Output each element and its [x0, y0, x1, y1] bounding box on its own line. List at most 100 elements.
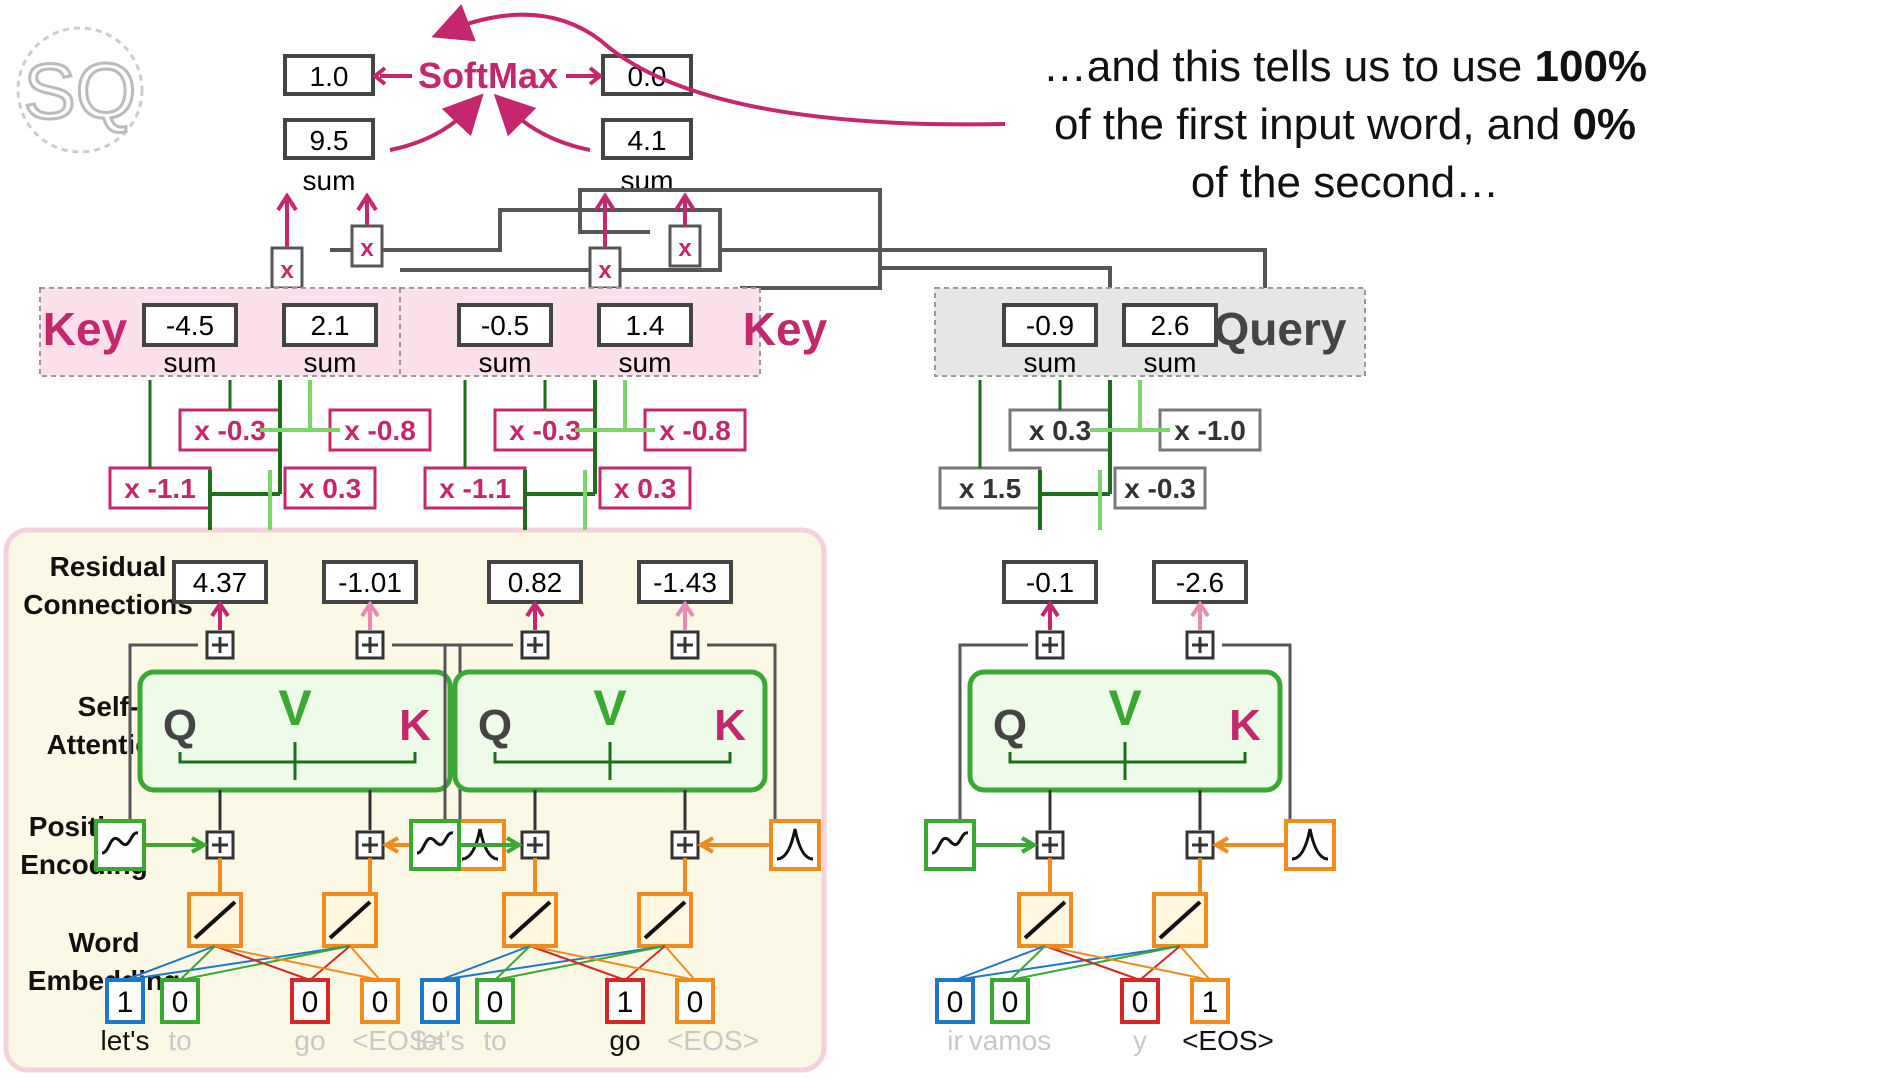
key2-weight-d: x 0.3	[614, 473, 676, 504]
key1-onehot-1: 0	[172, 986, 189, 1019]
key1-weight-d: x 0.3	[299, 473, 361, 504]
key2-cosine-icon	[769, 819, 821, 871]
key2-onehot-1: 0	[487, 986, 504, 1019]
key2-weight-d-box	[598, 466, 692, 510]
key2-residual-1: 0.82	[508, 567, 563, 598]
self-attention-label-1: Self-	[78, 691, 139, 722]
query-weight-d-box	[1113, 466, 1207, 510]
key1-weight-a: x -0.3	[194, 415, 266, 446]
key1-value-2-box	[282, 303, 378, 347]
query-onehot-2-box	[1120, 978, 1160, 1024]
key2-value-2-box	[597, 303, 693, 347]
query-token-1: vamos	[969, 1025, 1051, 1056]
query-sum-1: sum	[1024, 347, 1077, 378]
key1-sum-1: sum	[164, 347, 217, 378]
key2-sum-2: sum	[619, 347, 672, 378]
query-label: Query	[1214, 303, 1347, 355]
key2-weight-c-box	[423, 466, 527, 510]
query-onehot-1: 0	[1002, 986, 1019, 1019]
key1-value-1: -4.5	[166, 310, 214, 341]
query-weight-b: x -1.0	[1174, 415, 1246, 446]
key1-onehot-2: 0	[302, 986, 319, 1019]
key2-sine-icon	[409, 819, 461, 871]
key2-onehot-3-box	[675, 978, 715, 1024]
key1-onehot-0-box	[105, 978, 145, 1024]
key1-onehot-3-box	[360, 978, 400, 1024]
embedding-label-1: Word	[68, 927, 139, 958]
caption-line-2: of the first input word, and 0%	[1053, 100, 1637, 149]
caption: …and this tells us to use 100% of the fi…	[985, 38, 1705, 212]
query-residual-2-box	[1152, 560, 1248, 604]
softmax-block: 1.0 0.0 SoftMax 9.5 4.1 sum sum	[283, 4, 1006, 196]
key2-sum-1: sum	[479, 347, 532, 378]
query-value-1: -0.9	[1026, 310, 1074, 341]
key2-token-2: go	[609, 1025, 640, 1056]
caption-line-1: …and this tells us to use 100%	[1042, 42, 1648, 91]
key2-onehot-2: 1	[617, 986, 634, 1019]
key1-token-1: to	[168, 1025, 191, 1056]
key2-onehot-0-box	[420, 978, 460, 1024]
key2-token-1: to	[483, 1025, 506, 1056]
query-onehot-1-box	[990, 978, 1030, 1024]
key2-weight-b: x -0.8	[659, 415, 731, 446]
query-residual-plus-2	[1185, 630, 1215, 660]
query-attn-k: K	[1229, 701, 1261, 750]
key2-weight-c: x -1.1	[439, 473, 511, 504]
sum-label-left: sum	[303, 165, 356, 196]
caption-line-3: of the second…	[1190, 158, 1500, 207]
key1-value-2: 2.1	[311, 310, 350, 341]
key1-token-2: go	[294, 1025, 325, 1056]
key1-residual-1: 4.37	[193, 567, 248, 598]
query-sum-2: sum	[1144, 347, 1197, 378]
key2-residual-2: -1.43	[653, 567, 717, 598]
key1-onehot-1-box	[160, 978, 200, 1024]
query-weight-b-box	[1158, 408, 1262, 452]
key2-attn-v: V	[593, 680, 627, 736]
residual-label-2: Connections	[23, 589, 193, 620]
query-sine-icon	[924, 819, 976, 871]
mult-c: x	[598, 257, 612, 284]
key2-onehot-2-box	[605, 978, 645, 1024]
query-token-0: ir	[947, 1025, 963, 1056]
key2-residual-1-box	[487, 560, 583, 604]
key2-value-1-box	[457, 303, 553, 347]
key1-onehot-0: 1	[117, 986, 134, 1019]
key2-onehot-0: 0	[432, 986, 449, 1019]
key2-onehot-3: 0	[687, 986, 704, 1019]
key1-residual-2: -1.01	[338, 567, 402, 598]
key1-attn-k: K	[399, 701, 431, 750]
key1-token-0: let's	[101, 1025, 150, 1056]
mult-d: x	[678, 235, 692, 262]
query-weight-c: x 1.5	[959, 473, 1021, 504]
query-weight-c-box	[938, 466, 1042, 510]
key2-token-3: <EOS>	[667, 1025, 759, 1056]
key1-residual-1-box	[172, 560, 268, 604]
query-token-2: y	[1133, 1025, 1147, 1056]
embedding-label-2: Embedding	[28, 965, 180, 996]
mult-b: x	[360, 235, 374, 262]
sq-logo: SQ	[16, 26, 144, 154]
key1-weight-c: x -1.1	[124, 473, 196, 504]
query-residual-1: -0.1	[1026, 567, 1074, 598]
query-residual-2: -2.6	[1176, 567, 1224, 598]
key2-value-1: -0.5	[481, 310, 529, 341]
key1-attn-v: V	[278, 680, 312, 736]
query-onehot-3-box	[1190, 978, 1230, 1024]
key2-onehot-1-box	[475, 978, 515, 1024]
key1-onehot-3: 0	[372, 986, 389, 1019]
softmax-out-left: 1.0	[310, 61, 349, 92]
key2-attn-k: K	[714, 701, 746, 750]
key1-weight-d-box	[283, 466, 377, 510]
query-cosine-icon	[1284, 819, 1336, 871]
mult-a: x	[280, 257, 294, 284]
query-attn-v: V	[1108, 680, 1142, 736]
query-weight-d: x -0.3	[1124, 473, 1196, 504]
query-attn-q: Q	[993, 701, 1027, 750]
query-value-2: 2.6	[1151, 310, 1190, 341]
key2-value-2: 1.4	[626, 310, 665, 341]
softmax-label: SoftMax	[418, 55, 558, 96]
key1-token-3: <EOS>	[352, 1025, 444, 1056]
query-onehot-2: 0	[1132, 986, 1149, 1019]
